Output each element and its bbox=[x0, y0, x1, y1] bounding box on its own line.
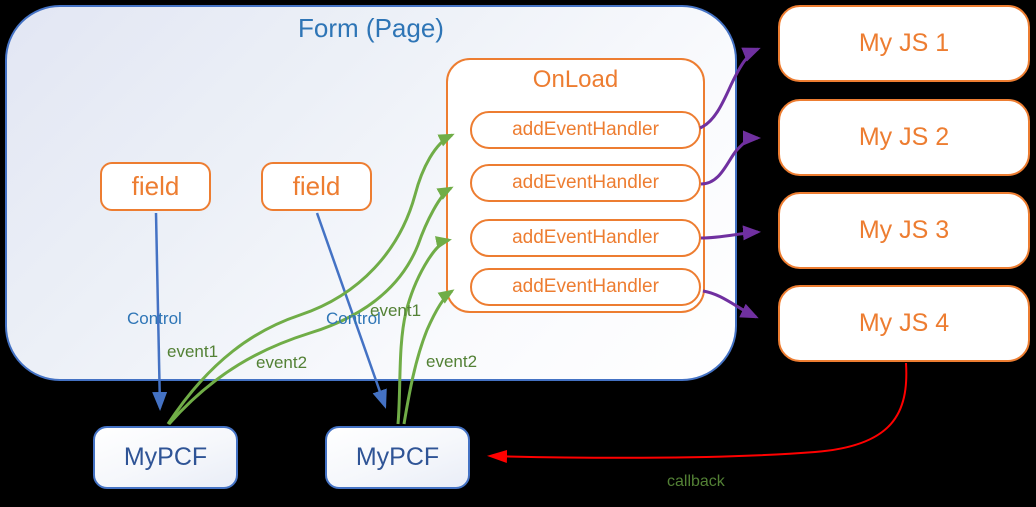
my-pcf-1-label: MyPCF bbox=[123, 443, 208, 471]
add-event-handler-4-label: addEventHandler bbox=[512, 276, 659, 297]
my-pcf-2-label: MyPCF bbox=[355, 443, 440, 471]
field-box-2: field bbox=[261, 162, 372, 211]
my-js-2-box: My JS 2 bbox=[778, 99, 1030, 176]
my-pcf-1-box: MyPCF bbox=[93, 426, 238, 489]
add-event-handler-4: addEventHandler bbox=[470, 268, 701, 306]
form-page-title: Form (Page) bbox=[298, 13, 444, 43]
my-js-1-label: My JS 1 bbox=[858, 29, 950, 57]
field-1-label: field bbox=[131, 171, 180, 201]
edge-label-control-1: Control bbox=[127, 309, 182, 328]
onload-title: OnLoad bbox=[532, 66, 619, 93]
add-event-handler-1: addEventHandler bbox=[470, 111, 701, 149]
my-js-2-label: My JS 2 bbox=[858, 123, 950, 151]
edge-label-callback: callback bbox=[667, 473, 725, 490]
my-js-4-box: My JS 4 bbox=[778, 285, 1030, 362]
add-event-handler-2-label: addEventHandler bbox=[512, 172, 659, 193]
my-js-1-box: My JS 1 bbox=[778, 5, 1030, 82]
add-event-handler-3: addEventHandler bbox=[470, 219, 701, 257]
my-js-4-label: My JS 4 bbox=[858, 309, 950, 337]
edge-label-event2-2: event2 bbox=[426, 352, 478, 371]
add-event-handler-3-label: addEventHandler bbox=[512, 227, 659, 248]
edge-label-event1-2: event1 bbox=[370, 301, 422, 320]
my-js-3-label: My JS 3 bbox=[858, 216, 950, 244]
my-pcf-2-box: MyPCF bbox=[325, 426, 470, 489]
add-event-handler-1-label: addEventHandler bbox=[512, 119, 659, 140]
edge-label-event1-1: event1 bbox=[167, 342, 219, 361]
field-box-1: field bbox=[100, 162, 211, 211]
edge-label-event2-1: event2 bbox=[256, 353, 308, 372]
add-event-handler-2: addEventHandler bbox=[470, 164, 701, 202]
field-2-label: field bbox=[292, 171, 341, 201]
my-js-3-box: My JS 3 bbox=[778, 192, 1030, 269]
